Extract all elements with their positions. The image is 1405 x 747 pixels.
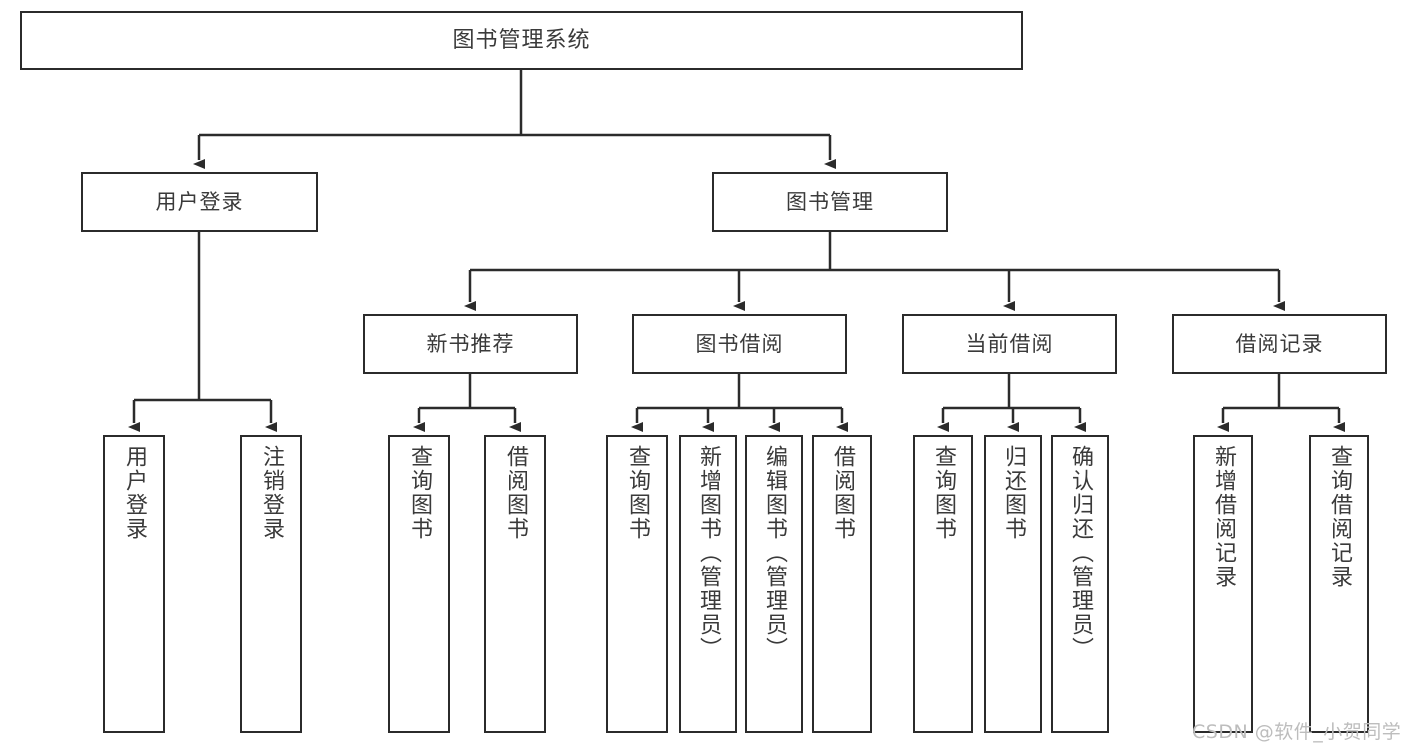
node-book-borrow-label: 图书借阅 bbox=[695, 331, 784, 356]
node-new-book-recommend[interactable]: 新书推荐 bbox=[363, 314, 578, 374]
node-current-borrow[interactable]: 当前借阅 bbox=[902, 314, 1117, 374]
node-leaf-add-record-label: 新增借阅记录 bbox=[1210, 445, 1236, 589]
node-leaf-query-book-3[interactable]: 查询图书 bbox=[913, 435, 973, 733]
node-new-book-recommend-label: 新书推荐 bbox=[426, 331, 515, 356]
node-leaf-add-record[interactable]: 新增借阅记录 bbox=[1193, 435, 1253, 733]
node-leaf-query-record-label: 查询借阅记录 bbox=[1326, 445, 1352, 589]
node-leaf-logout[interactable]: 注销登录 bbox=[240, 435, 302, 733]
node-leaf-query-book-1-label: 查询图书 bbox=[406, 445, 432, 541]
node-leaf-user-login-label: 用户登录 bbox=[121, 445, 147, 541]
node-leaf-add-book[interactable]: 新增图书（管理员） bbox=[679, 435, 737, 733]
node-book-manage[interactable]: 图书管理 bbox=[712, 172, 948, 232]
node-leaf-query-book-2[interactable]: 查询图书 bbox=[606, 435, 668, 733]
node-leaf-borrow-book-1[interactable]: 借阅图书 bbox=[484, 435, 546, 733]
node-borrow-record-label: 借阅记录 bbox=[1235, 331, 1324, 356]
node-leaf-return-book-label: 归还图书 bbox=[1000, 445, 1026, 541]
node-book-manage-label: 图书管理 bbox=[786, 189, 874, 214]
node-leaf-confirm-return[interactable]: 确认归还（管理员） bbox=[1051, 435, 1109, 733]
node-root[interactable]: 图书管理系统 bbox=[20, 11, 1023, 70]
node-user-login[interactable]: 用户登录 bbox=[81, 172, 318, 232]
node-leaf-query-book-3-label: 查询图书 bbox=[930, 445, 956, 541]
node-current-borrow-label: 当前借阅 bbox=[965, 331, 1054, 356]
node-leaf-logout-label: 注销登录 bbox=[258, 445, 284, 541]
node-leaf-query-book-1[interactable]: 查询图书 bbox=[388, 435, 450, 733]
node-leaf-edit-book-label: 编辑图书（管理员） bbox=[761, 445, 787, 661]
node-leaf-add-book-label: 新增图书（管理员） bbox=[695, 445, 721, 661]
node-leaf-borrow-book-2-label: 借阅图书 bbox=[829, 445, 855, 541]
node-book-borrow[interactable]: 图书借阅 bbox=[632, 314, 847, 374]
node-leaf-borrow-book-2[interactable]: 借阅图书 bbox=[812, 435, 872, 733]
node-root-label: 图书管理系统 bbox=[452, 27, 591, 53]
node-leaf-return-book[interactable]: 归还图书 bbox=[984, 435, 1042, 733]
node-leaf-user-login[interactable]: 用户登录 bbox=[103, 435, 165, 733]
node-leaf-query-record[interactable]: 查询借阅记录 bbox=[1309, 435, 1369, 733]
node-leaf-edit-book[interactable]: 编辑图书（管理员） bbox=[745, 435, 803, 733]
node-leaf-query-book-2-label: 查询图书 bbox=[624, 445, 650, 541]
node-user-login-label: 用户登录 bbox=[155, 189, 244, 214]
node-borrow-record[interactable]: 借阅记录 bbox=[1172, 314, 1387, 374]
node-leaf-confirm-return-label: 确认归还（管理员） bbox=[1067, 445, 1093, 661]
node-leaf-borrow-book-1-label: 借阅图书 bbox=[502, 445, 528, 541]
